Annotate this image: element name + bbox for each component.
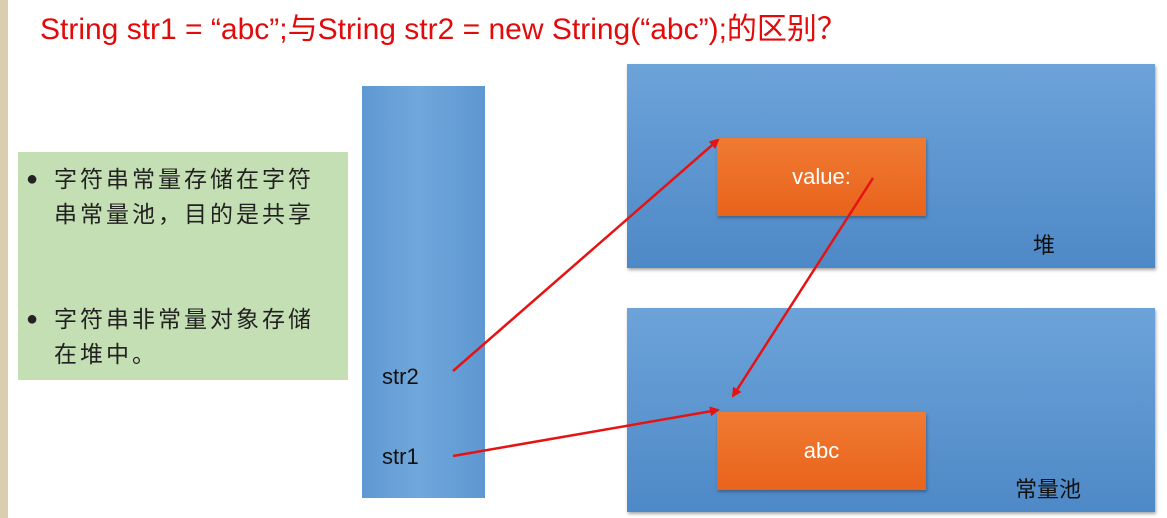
slide-edge-strip — [0, 0, 8, 518]
arrow-str1-to-pool-abc — [452, 406, 720, 458]
note-item-2: ● 字符串非常量对象存储在堆中。 — [26, 302, 322, 371]
notes-panel: ● 字符串常量存储在字符串常量池，目的是共享 ● 字符串非常量对象存储在堆中。 — [18, 152, 348, 380]
slide-title: String str1 = “abc”;与String str2 = new S… — [40, 4, 1165, 48]
note-text-2: 字符串非常量对象存储在堆中。 — [54, 306, 314, 367]
title-part-3: String str2 = new String(“abc”); — [317, 13, 727, 46]
title-part-2: 与 — [287, 12, 318, 47]
arrow-str2-to-heap-object — [452, 138, 720, 372]
heap-label: 堆 — [1032, 233, 1055, 258]
heap-string-object: value: — [717, 138, 926, 216]
stack-var-str1: str1 — [382, 444, 419, 469]
bullet-dot: ● — [26, 308, 42, 330]
constant-pool-label: 常量池 — [1014, 477, 1081, 502]
stack-var-str2: str2 — [382, 364, 419, 389]
stack-region — [362, 86, 485, 498]
title-part-1: String str1 = “abc”; — [40, 13, 288, 46]
pool-string-abc: abc — [717, 412, 926, 490]
note-text-1: 字符串常量存储在字符串常量池，目的是共享 — [54, 166, 314, 227]
arrow-value-to-pool-abc — [731, 177, 875, 398]
bullet-dot: ● — [26, 168, 42, 190]
title-part-4: 的区别？ — [726, 12, 847, 47]
note-item-1: ● 字符串常量存储在字符串常量池，目的是共享 — [26, 162, 322, 231]
